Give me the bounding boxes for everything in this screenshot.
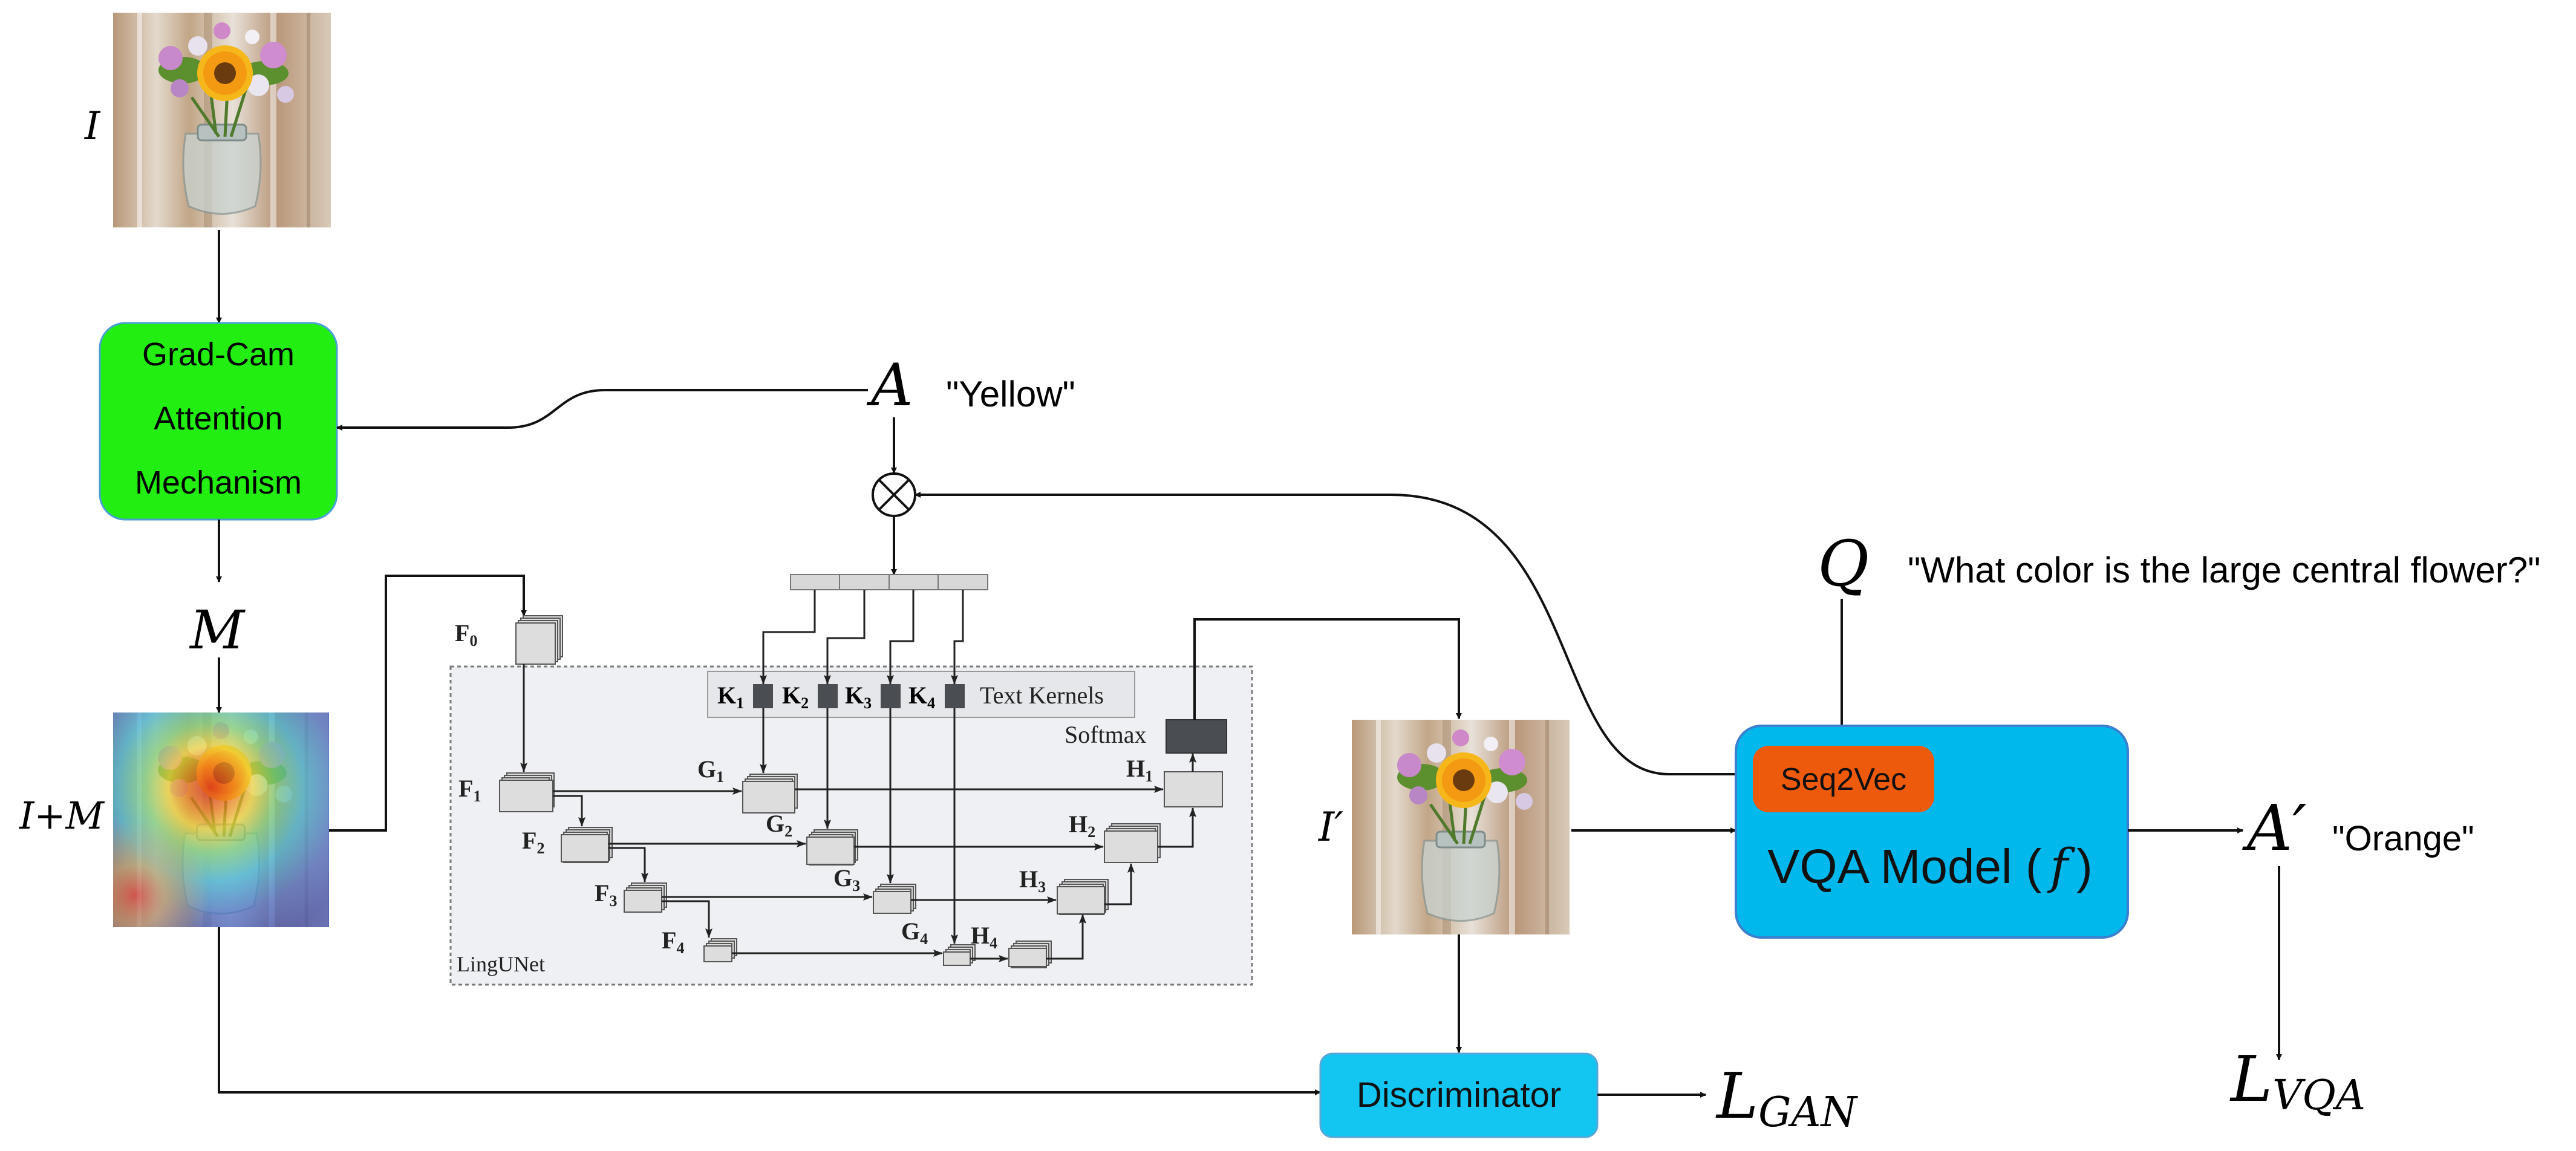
feature-G3: G3 [833, 864, 916, 914]
kernel-to-G-arrows [760, 708, 958, 944]
feature-F3: F3 [595, 879, 667, 913]
answer-A-label: A [866, 351, 913, 419]
encoder-arrows [553, 795, 712, 938]
svg-text:F4: F4 [662, 927, 684, 957]
feature-F0: F0 [455, 615, 563, 665]
answer-A-value: "Yellow" [946, 374, 1075, 414]
kernel-K4: K4 [908, 682, 965, 712]
arrow-answer-to-gradcam [336, 389, 868, 431]
feature-F4: F4 [662, 927, 737, 962]
svg-text:G2: G2 [766, 810, 792, 840]
vector-to-kernel-arrows [760, 590, 964, 685]
seq2vec-label: Seq2Vec [1781, 762, 1906, 797]
vqa-close: ) [2076, 840, 2093, 893]
loss-gan: LGAN [1715, 1059, 1858, 1136]
svg-text:K1: K1 [717, 682, 744, 712]
output-image-label: I′ [1318, 804, 1343, 850]
input-image-label: I [84, 104, 101, 149]
svg-text:G3: G3 [833, 864, 860, 895]
feature-F2: F2 [522, 827, 613, 863]
vqa-title: VQA Model ( [1767, 840, 2042, 893]
gradcam-attention-box: Grad-Cam Attention Mechanism [99, 322, 338, 521]
svg-text:H1: H1 [1126, 755, 1153, 785]
svg-text:F1: F1 [458, 775, 481, 805]
text-kernels-label: Text Kernels [980, 682, 1104, 709]
masked-image-label: I+M [19, 794, 105, 838]
gradcam-line3: Mechanism [135, 465, 302, 501]
predicted-answer-value: "Orange" [2332, 819, 2474, 858]
svg-text:G4: G4 [901, 918, 928, 948]
multiply-icon [872, 472, 916, 517]
kernel-K3: K3 [845, 682, 901, 712]
svg-text:H2: H2 [1069, 810, 1095, 841]
question-Q-label: Q [1818, 527, 1869, 601]
svg-text:K2: K2 [782, 682, 809, 712]
svg-text:VQA Model (f): VQA Model (f) [1767, 838, 2093, 895]
softmax-label: Softmax [1065, 721, 1147, 748]
svg-text:K4: K4 [908, 682, 935, 712]
seq2vec-box: Seq2Vec [1753, 746, 1934, 812]
gradcam-line2: Attention [154, 400, 282, 437]
feature-H4: H4 [971, 922, 1052, 968]
loss-vqa: LVQA [2229, 1042, 2366, 1120]
text-embedding-vector [790, 574, 988, 590]
svg-text:K3: K3 [845, 682, 872, 712]
G-to-H-arrows [795, 786, 1164, 962]
input-image [113, 13, 331, 227]
svg-text:H4: H4 [971, 922, 997, 952]
F-to-G-arrows [553, 787, 943, 957]
question-Q-value: "What color is the large central flower?… [1908, 550, 2540, 590]
discriminator-label: Discriminator [1357, 1075, 1561, 1115]
kernel-K1: K1 [717, 682, 773, 712]
feature-H1: H1 [1126, 755, 1223, 807]
feature-G4: G4 [901, 918, 976, 966]
arrow-seq2vec-to-multiply [915, 492, 1754, 775]
discriminator-box: Discriminator [1319, 1052, 1599, 1138]
text-kernels-box: Text Kernels [707, 671, 1135, 718]
decoder-arrows [1046, 753, 1196, 960]
output-image [1352, 720, 1570, 934]
svg-text:F0: F0 [455, 619, 477, 650]
feature-F1: F1 [458, 772, 555, 812]
arrow-softmax-to-output-image [1193, 618, 1462, 720]
kernel-K2: K2 [782, 682, 838, 712]
arrow-masked-image-to-discriminator [218, 927, 1321, 1095]
feature-H3: H3 [1019, 866, 1109, 915]
lingunet-label: LingUNet [457, 952, 545, 976]
svg-text:F3: F3 [595, 879, 617, 910]
predicted-answer-label: A′ [2242, 791, 2307, 865]
masked-image [113, 712, 329, 927]
svg-text:G1: G1 [697, 755, 724, 786]
arrow-masked-image-to-lingunet [329, 575, 527, 832]
svg-text:H3: H3 [1019, 866, 1046, 896]
feature-H2: H2 [1069, 810, 1161, 863]
softmax-block: Softmax [1065, 719, 1227, 754]
feature-G1: G1 [697, 755, 798, 814]
gradcam-line1: Grad-Cam [142, 336, 295, 373]
mask-label: M [189, 599, 246, 661]
svg-text:F2: F2 [522, 827, 544, 857]
